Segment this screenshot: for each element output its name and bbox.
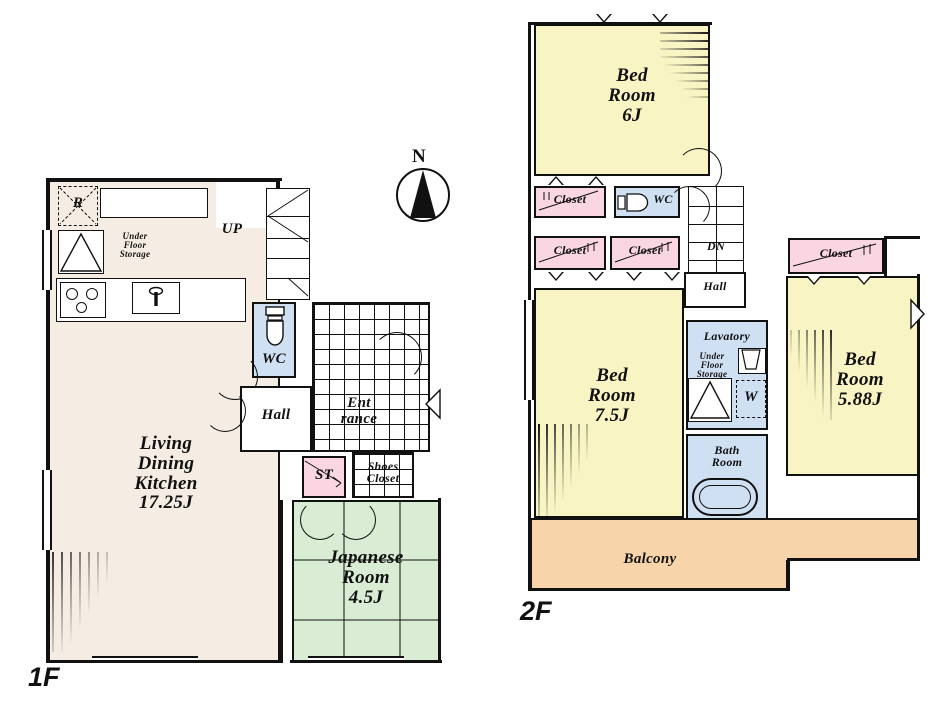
bathtub-icon — [692, 478, 758, 516]
closet-c-rod-icon — [614, 241, 673, 263]
window-mark-closet-a2 — [588, 176, 604, 185]
closet-d-rod-icon — [792, 243, 877, 267]
floor-tag-1f: 1F — [28, 662, 60, 692]
under-floor-storage-triangle-icon-2f — [688, 378, 732, 422]
window-mark-closet-a1 — [548, 176, 564, 185]
shading-bed-6j — [660, 32, 710, 102]
closet-c — [610, 236, 680, 270]
room-entrance — [312, 302, 430, 452]
storage-st-hanger-icon — [304, 460, 342, 488]
window-mark-top-a — [596, 14, 612, 23]
window-1f-left-a — [42, 230, 52, 290]
wall-2f-right-top — [884, 236, 920, 239]
wall-1f-top — [46, 178, 282, 181]
refrigerator-cross-icon — [59, 187, 97, 225]
room-hall-2f — [684, 272, 746, 308]
tatami-grid — [292, 500, 440, 662]
wall-2f-right — [917, 274, 920, 561]
refrigerator-space — [58, 186, 98, 226]
room-shoes-closet — [352, 452, 414, 498]
closet-b — [534, 236, 606, 270]
closet-d — [788, 238, 884, 274]
wall-2f-top — [528, 22, 712, 25]
window-mark-closet-c2 — [664, 272, 680, 281]
window-mark-closet-b1 — [548, 272, 564, 281]
wall-2f-bottom-right — [787, 558, 920, 561]
wall-1f-inner-right — [280, 500, 283, 663]
shading-bed-75j — [538, 424, 594, 516]
window-mark-closet-d2 — [856, 276, 872, 285]
window-mark-closet-b2 — [588, 272, 604, 281]
closet-b-rod-icon — [538, 241, 599, 263]
door-arc-japanese-right — [336, 500, 376, 540]
stove-icon — [60, 282, 106, 318]
window-2f-right-icon — [910, 298, 925, 330]
door-arc-bed-6j — [676, 148, 722, 194]
kitchen-upper-cabinet — [100, 188, 208, 218]
shading-ldk-corner — [52, 552, 112, 652]
door-arc-entrance — [372, 332, 422, 382]
staircase-1f — [266, 188, 310, 300]
room-hall-1f — [240, 386, 312, 452]
window-mark-closet-d1 — [806, 276, 822, 285]
compass-needle — [410, 170, 436, 218]
staircase-1f-diagonals — [267, 189, 309, 297]
window-2f-left — [524, 300, 534, 400]
compass-north-label: N — [412, 146, 426, 167]
door-arc-hall-2f — [668, 186, 710, 228]
washer-space — [736, 380, 766, 418]
closet-a-rod-icon — [538, 190, 599, 211]
closet-a — [534, 186, 606, 218]
room-balcony-upper — [530, 518, 920, 560]
under-floor-storage-box — [58, 230, 104, 274]
room-storage-st — [302, 456, 346, 498]
shading-bed-588j — [790, 330, 838, 420]
window-1f-left-b — [42, 470, 52, 550]
door-arc-hall-1f — [204, 390, 246, 432]
toilet-icon-1f — [262, 306, 288, 355]
door-arc-japanese-left — [300, 500, 340, 540]
wall-2f-right-step — [884, 236, 887, 278]
under-floor-storage-triangle-icon — [58, 230, 104, 274]
floor-tag-2f: 2F — [520, 596, 552, 626]
window-1f-bottom-b — [308, 656, 404, 662]
window-mark-top-b — [652, 14, 668, 23]
toilet-icon-2f — [617, 189, 653, 220]
window-1f-bottom-a — [92, 656, 198, 662]
lavatory-sink-basin — [741, 349, 761, 370]
faucet-icon — [148, 284, 164, 315]
wall-2f-bottom — [528, 588, 790, 591]
wall-2f-bottom-step — [787, 558, 790, 591]
window-mark-closet-c1 — [626, 272, 642, 281]
wall-1f-left — [46, 180, 49, 663]
under-floor-storage-box-2f — [688, 378, 732, 422]
entrance-door-icon — [425, 388, 441, 420]
north-arrow-compass: N — [396, 146, 456, 226]
wall-1f-right — [438, 498, 441, 663]
